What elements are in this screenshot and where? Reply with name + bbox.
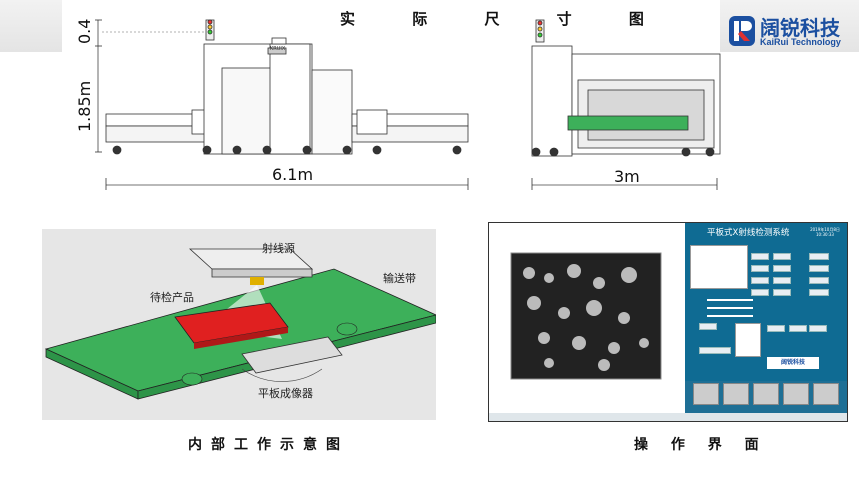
software-date-line: 2019年10月8日 <box>810 227 840 232</box>
xray-thumbnail[interactable] <box>783 383 809 405</box>
label-product: 待检产品 <box>150 291 194 304</box>
control-button[interactable] <box>809 265 829 272</box>
xray-thumbnail[interactable] <box>723 383 749 405</box>
xray-thumbnail[interactable] <box>753 383 779 405</box>
dim-width: 3m <box>614 167 640 186</box>
control-button[interactable] <box>751 277 769 284</box>
logo-name-en: KaiRui Technology <box>760 37 841 47</box>
control-button[interactable] <box>751 289 769 296</box>
xray-thumbnail[interactable] <box>813 383 839 405</box>
page-title: 实 际 尺 寸 图 <box>340 10 670 28</box>
xray-image-area <box>489 223 685 413</box>
detail-box <box>735 323 761 357</box>
control-button[interactable] <box>773 265 791 272</box>
label-detector: 平板成像器 <box>258 387 313 400</box>
machine-dimension-drawing: KRUIX 0.4m 1.85m 6.1m 3m <box>75 18 721 190</box>
preview-box <box>690 245 748 289</box>
control-button[interactable] <box>751 253 769 260</box>
control-button[interactable] <box>699 323 717 330</box>
software-time-line: 10:30:33 <box>816 232 834 237</box>
dim-length: 6.1m <box>272 165 313 184</box>
control-button[interactable] <box>789 325 807 332</box>
diagram-caption: 内部工作示意图 <box>188 437 349 453</box>
control-button[interactable] <box>773 253 791 260</box>
control-button[interactable] <box>809 325 827 332</box>
software-date: 2019年10月8日 10:30:33 <box>805 227 845 237</box>
dim-height-total: 1.85m <box>75 81 94 132</box>
control-button[interactable] <box>809 277 829 284</box>
logo-name-cn: 阔锐科技 <box>760 16 840 40</box>
control-button[interactable] <box>809 289 829 296</box>
xray-thumbnail[interactable] <box>693 383 719 405</box>
control-button[interactable] <box>773 289 791 296</box>
company-logo: 阔锐科技 KaiRui Technology <box>722 6 859 52</box>
label-conveyor: 输送带 <box>383 272 416 285</box>
machine-brand-label: KRUIX <box>270 46 286 52</box>
control-button[interactable] <box>699 347 731 354</box>
software-title: 平板式X射线检测系统 <box>707 228 790 238</box>
software-screenshot: 平板式X射线检测系统 2019年10月8日 10:30:33 阔锐科技 <box>488 222 848 422</box>
slider-track[interactable] <box>707 315 753 317</box>
software-logo: 阔锐科技 <box>767 357 819 369</box>
label-ray-source: 射线源 <box>262 242 295 255</box>
status-bar <box>489 413 847 421</box>
logo-mark-icon <box>729 16 755 46</box>
dim-height-top: 0.4m <box>75 18 94 44</box>
internal-working-diagram <box>44 248 436 400</box>
slider-track[interactable] <box>707 299 753 301</box>
control-button[interactable] <box>767 325 785 332</box>
control-button[interactable] <box>773 277 791 284</box>
xray-image <box>510 252 662 380</box>
software-caption: 操 作 界 面 <box>634 437 768 453</box>
slider-track[interactable] <box>707 307 753 309</box>
control-button[interactable] <box>809 253 829 260</box>
control-button[interactable] <box>751 265 769 272</box>
software-logo-text: 阔锐科技 <box>780 359 805 366</box>
